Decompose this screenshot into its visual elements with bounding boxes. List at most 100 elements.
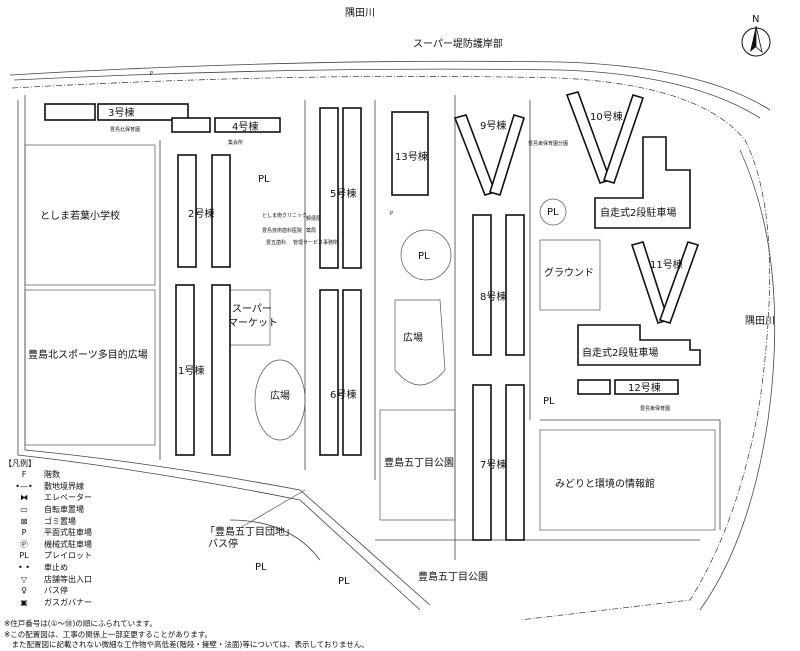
right-road: [699, 149, 776, 611]
floor-icon: F: [21, 470, 27, 480]
sports-label: 豊島北スポーツ多目的広場: [28, 348, 148, 361]
ground-label: グラウンド: [544, 266, 594, 279]
building-1-label: 1号棟: [178, 364, 204, 377]
info-center-label: みどりと環境の情報館: [555, 477, 655, 490]
dental-1-label: 豊島技術歯科医院: [262, 227, 302, 234]
north-label: N: [752, 14, 759, 25]
building-13-label: 13号棟: [395, 150, 428, 163]
building-2: [177, 154, 197, 268]
parking-structure-north: [594, 136, 691, 229]
parking-label-south: 自走式2段駐車場: [582, 346, 658, 359]
building-7: [472, 384, 492, 541]
river-label-top: 隅田川: [345, 7, 375, 19]
legend-item: ▽店舗等出入口: [4, 573, 92, 585]
parking-structure-south: [577, 324, 701, 366]
supermarket-label-2: マーケット: [228, 317, 278, 329]
nursery-east-branch-label: 豊島東保育園分園: [528, 140, 568, 147]
building-12: [614, 379, 679, 395]
school-area: [24, 144, 156, 286]
mechanical-parking-icon: Ⓟ: [20, 539, 28, 549]
levee-road: [9, 60, 771, 111]
playlot-label: PL: [547, 207, 559, 218]
sports-area: [24, 289, 156, 446]
super-levee-label: スーパー堤防護岸部: [413, 37, 503, 50]
playlot-icon: PL: [19, 551, 29, 561]
building-11-label: 11号棟: [650, 258, 683, 271]
building-3-west: [44, 103, 96, 121]
nursery-east-label: 豊島東保育園: [640, 405, 670, 412]
parking-label-north: 自走式2段駐車場: [600, 206, 676, 219]
building-4-label: 4号棟: [232, 120, 258, 133]
building-7-label: 7号棟: [480, 458, 506, 471]
playlot-label: PL: [418, 251, 430, 262]
meeting-hall-label: 集会所: [228, 139, 243, 146]
bollard-icon: • •: [18, 563, 30, 573]
building-10-label: 10号棟: [590, 110, 623, 123]
info-center-area: [539, 429, 716, 531]
legend-item: ♀バス停: [4, 585, 92, 597]
ground-area: [539, 239, 601, 311]
playlot-label: PL: [543, 396, 555, 407]
bus-stop-label-2: バス停: [208, 537, 238, 550]
legend-item: ▣ガスガバナー: [4, 597, 92, 609]
bus-stop-icon: ♀: [21, 586, 27, 596]
parking-p-label: P: [390, 211, 393, 217]
building-2-label: 2号棟: [188, 207, 214, 220]
note: ※住戸番号は(①〜㊿)の順にふられています。: [4, 619, 157, 628]
building-1: [175, 284, 195, 456]
building-5-label: 5号棟: [330, 187, 356, 200]
building-5: [319, 107, 339, 269]
building-13: [391, 111, 429, 196]
building-8: [472, 214, 492, 356]
bus-stop-label-1: 「豊島五丁目団地」: [205, 525, 295, 538]
plaza-label-west: 広場: [270, 389, 290, 402]
left-road: [17, 100, 421, 611]
garbage-icon: ⊠: [20, 516, 28, 526]
building-12-label: 12号棟: [628, 381, 661, 394]
building-3: [97, 103, 189, 121]
north-arrow-icon: [741, 25, 771, 57]
post-office-label: 郵便局: [306, 215, 321, 222]
building-8-label: 8号棟: [480, 290, 506, 303]
legend-item: •—•敷地境界線: [4, 481, 92, 493]
park-area: [379, 409, 456, 521]
building-4: [214, 117, 281, 133]
gas-governor-icon: ▣: [20, 597, 28, 607]
legend-item: ⧓エレベーター: [4, 492, 92, 504]
note: ※この配置図は、工事の関係上一部変更することがあります。: [4, 629, 213, 639]
plaza-label-central: 広場: [403, 331, 423, 344]
dental-2-label: 豊五歯科: [266, 239, 286, 246]
legend-item: ⊠ゴミ置場: [4, 515, 92, 527]
elevator-icon: ⧓: [20, 493, 28, 503]
parking-p-label: P: [150, 71, 153, 77]
notes: ※住戸番号は(①〜㊿)の順にふられています。 ※この配置図は、工事の関係上一部変…: [4, 619, 369, 651]
playlot-label: PL: [255, 562, 267, 573]
building-6-label: 6号棟: [330, 388, 356, 401]
nursery-north-label: 豊島北保育園: [110, 126, 140, 133]
pharmacy-label: 薬局: [306, 227, 316, 234]
clinic-label: としま南クリニック: [262, 212, 307, 219]
park-label-b: 豊島五丁目公園: [418, 570, 488, 583]
boundary-icon: •—•: [15, 481, 33, 491]
legend-title: 【凡例】: [4, 459, 36, 468]
shop-entrance-icon: ▽: [20, 574, 28, 584]
building-3-label: 3号棟: [108, 106, 134, 119]
playlot-label: PL: [338, 576, 350, 587]
park-label-a: 豊島五丁目公園: [384, 456, 454, 469]
playlot-label: PL: [258, 174, 270, 185]
supermarket-label-1: スーパー: [232, 303, 272, 315]
plaza-area: [254, 359, 306, 441]
plaza-area-2: [394, 299, 446, 386]
site-boundary: [11, 76, 770, 621]
building-10: [565, 91, 612, 184]
building-6: [319, 289, 339, 456]
building-9-label: 9号棟: [480, 119, 506, 132]
legend-item: • •車止め: [4, 562, 92, 574]
mgmt-office-label: 管理サービス事務所: [293, 239, 338, 246]
